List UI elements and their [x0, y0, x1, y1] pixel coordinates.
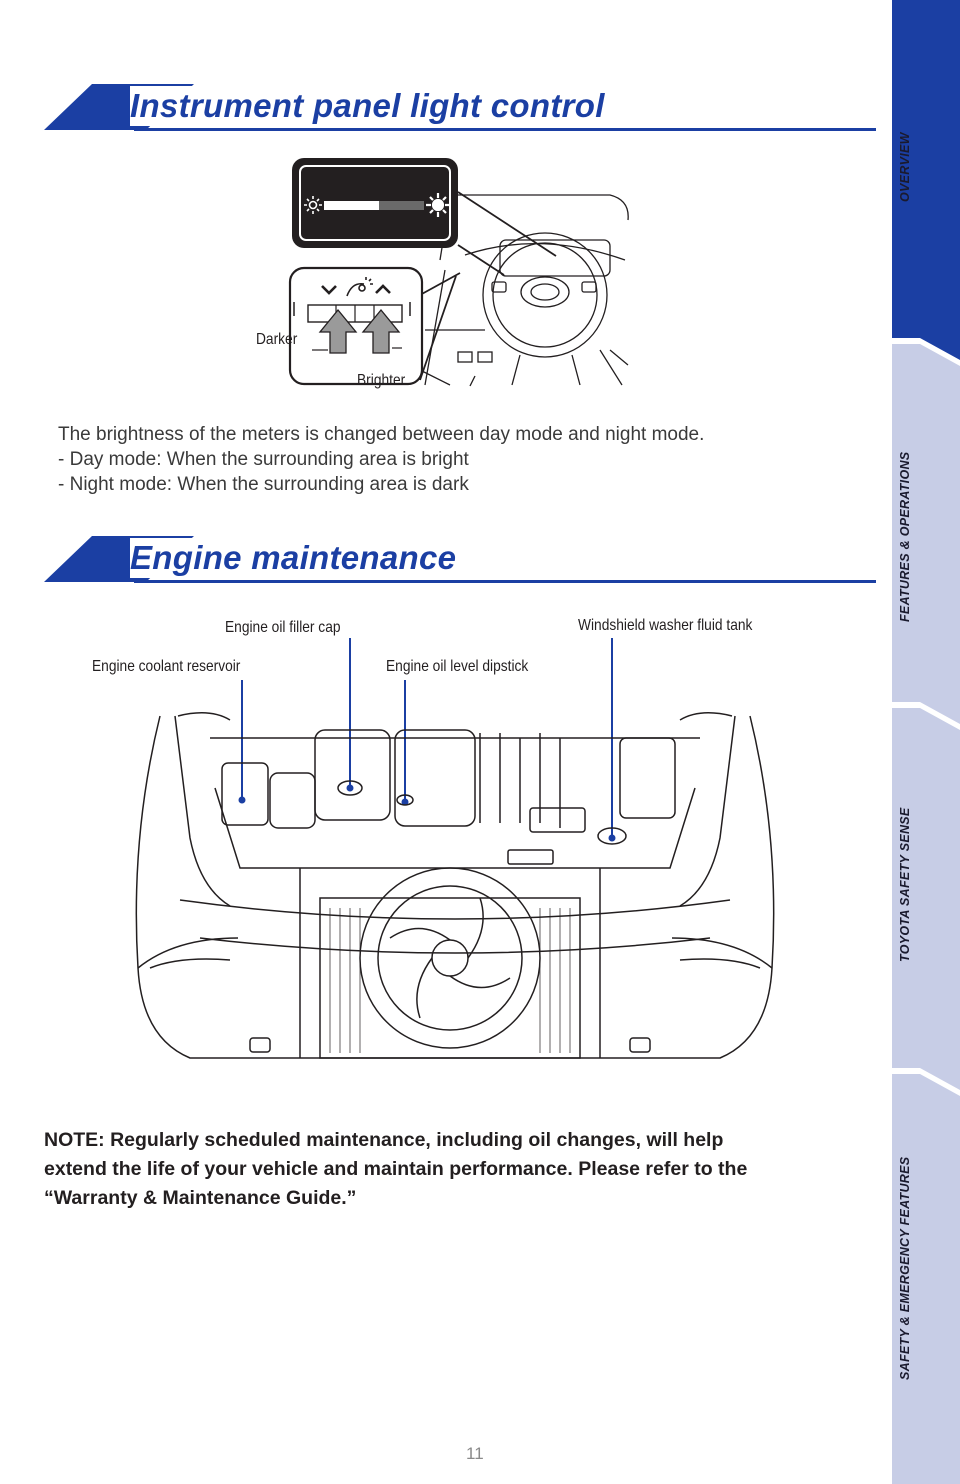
night-mode-line: - Night mode: When the surrounding area …: [58, 474, 469, 495]
washer-tank: [619, 737, 676, 819]
darker-label: Darker: [256, 331, 298, 348]
brighter-arrow-icon: [361, 308, 401, 354]
tab-overview-bg: [892, 0, 960, 360]
note-line: NOTE: Regularly scheduled maintenance, i…: [44, 1129, 724, 1151]
callout-leader-lines: [241, 638, 613, 836]
tab-overview[interactable]: OVERVIEW: [898, 132, 912, 202]
instrument-panel-figure: [288, 158, 629, 387]
coolant-reservoir: [221, 762, 269, 826]
maintenance-note: NOTE: Regularly scheduled maintenance, i…: [44, 1126, 874, 1213]
tab-safety-bg: [892, 1074, 960, 1484]
radiator-fins: [329, 908, 571, 1053]
note-line: “Warranty & Maintenance Guide.”: [44, 1187, 357, 1209]
brightness-fill: [324, 201, 379, 210]
vehicle-outline: [135, 712, 775, 1059]
meter-dim-icon: [346, 277, 373, 297]
callout-dots: [238, 784, 616, 842]
oil-filler-cap-label: Engine oil filler cap: [225, 619, 341, 636]
chevron-up-icon: [375, 284, 391, 294]
section-sidebar: [892, 0, 960, 1484]
radiator-fan: [359, 867, 541, 1049]
engine-bay-figure: [135, 638, 775, 1059]
sidebar-tabs-graphic: [892, 0, 960, 1484]
page-number: 11: [466, 1444, 484, 1463]
note-line: extend the life of your vehicle and main…: [44, 1158, 748, 1180]
oil-dipstick: [396, 794, 414, 806]
tab-features-operations[interactable]: FEATURES & OPERATIONS: [898, 451, 912, 622]
engine-cover-right: [394, 729, 476, 827]
tab-safety-emergency[interactable]: SAFETY & EMERGENCY FEATURES: [898, 1156, 912, 1380]
dimmer-switch-callout: [288, 266, 424, 386]
tab-tss-bg: [892, 708, 960, 1090]
sun-large-icon: [426, 193, 450, 217]
washer-fluid-cap: [597, 827, 627, 845]
instrument-panel-header: Instrument panel light control: [44, 84, 876, 132]
darker-arrow-icon: [318, 308, 358, 354]
tab-toyota-safety-sense[interactable]: TOYOTA SAFETY SENSE: [898, 807, 912, 962]
sun-small-icon: [304, 196, 322, 214]
steering-hub: [520, 276, 570, 308]
brighter-label: Brighter: [357, 372, 406, 389]
engine-cover-left: [314, 729, 391, 821]
engine-maintenance-header: Engine maintenance: [44, 536, 876, 584]
oil-filler-cap: [337, 780, 363, 796]
coolant-reservoir-label: Engine coolant reservoir: [92, 658, 241, 675]
header-rule: [134, 580, 876, 583]
brightness-description-line: The brightness of the meters is changed …: [58, 424, 705, 445]
oil-dipstick-label: Engine oil level dipstick: [386, 658, 529, 675]
engine-maintenance-title: Engine maintenance: [130, 538, 469, 578]
brightness-description: The brightness of the meters is changed …: [58, 422, 858, 497]
tab-features-bg: [892, 344, 960, 724]
washer-tank-label: Windshield washer fluid tank: [578, 617, 753, 634]
day-mode-line: - Day mode: When the surrounding area is…: [58, 449, 469, 470]
instrument-panel-title: Instrument panel light control: [130, 86, 617, 126]
chevron-down-icon: [321, 285, 337, 295]
header-rule: [134, 128, 876, 131]
steering-wheel-outer: [482, 232, 608, 358]
